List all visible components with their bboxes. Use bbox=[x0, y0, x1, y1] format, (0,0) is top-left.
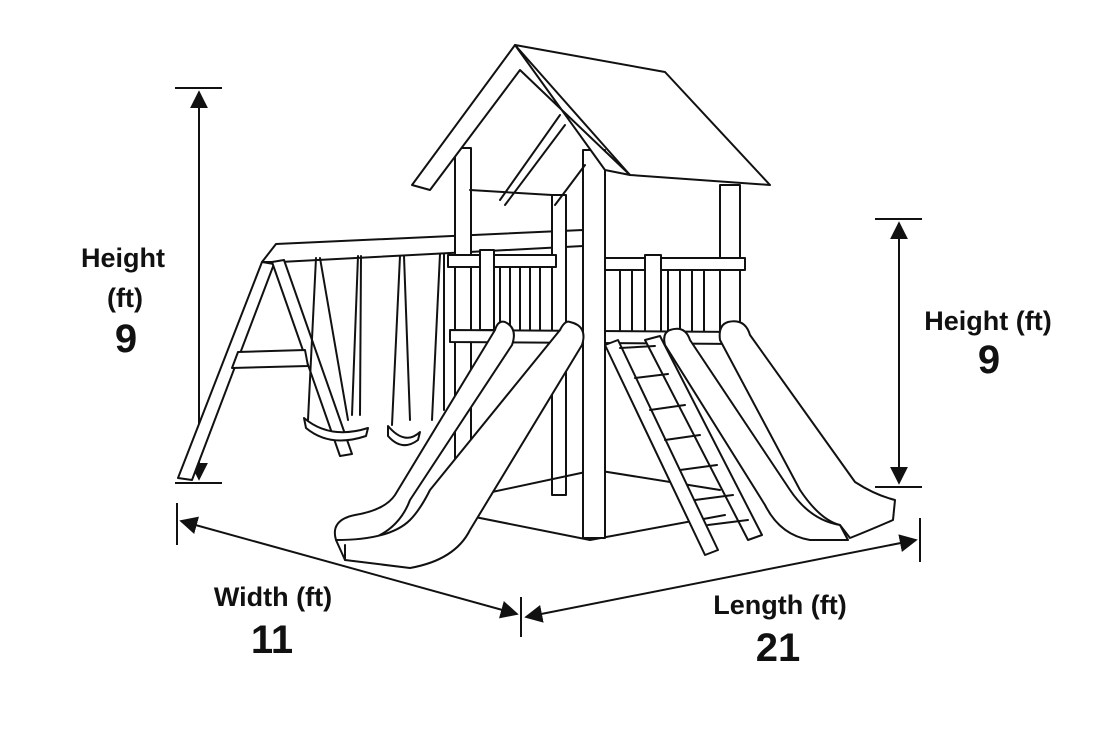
width-value: 11 bbox=[251, 618, 293, 662]
swings bbox=[303, 253, 445, 447]
right-height-dimension bbox=[875, 218, 922, 488]
playset-illustration bbox=[177, 44, 896, 569]
left-height-value: 9 bbox=[115, 317, 137, 361]
right-height-label: Height (ft) bbox=[924, 306, 1051, 336]
left-height-unit: (ft) bbox=[107, 283, 143, 313]
roof bbox=[411, 44, 771, 206]
left-height-label: Height bbox=[81, 243, 165, 273]
ladder bbox=[604, 335, 763, 556]
right-height-value: 9 bbox=[978, 338, 1000, 382]
right-slide bbox=[663, 320, 896, 541]
length-value: 21 bbox=[756, 626, 801, 670]
left-slide bbox=[333, 320, 585, 569]
length-label: Length (ft) bbox=[713, 590, 846, 620]
left-height-dimension bbox=[175, 87, 222, 484]
length-dimension bbox=[524, 518, 921, 623]
width-dimension bbox=[176, 503, 522, 637]
width-label: Width (ft) bbox=[214, 582, 332, 612]
